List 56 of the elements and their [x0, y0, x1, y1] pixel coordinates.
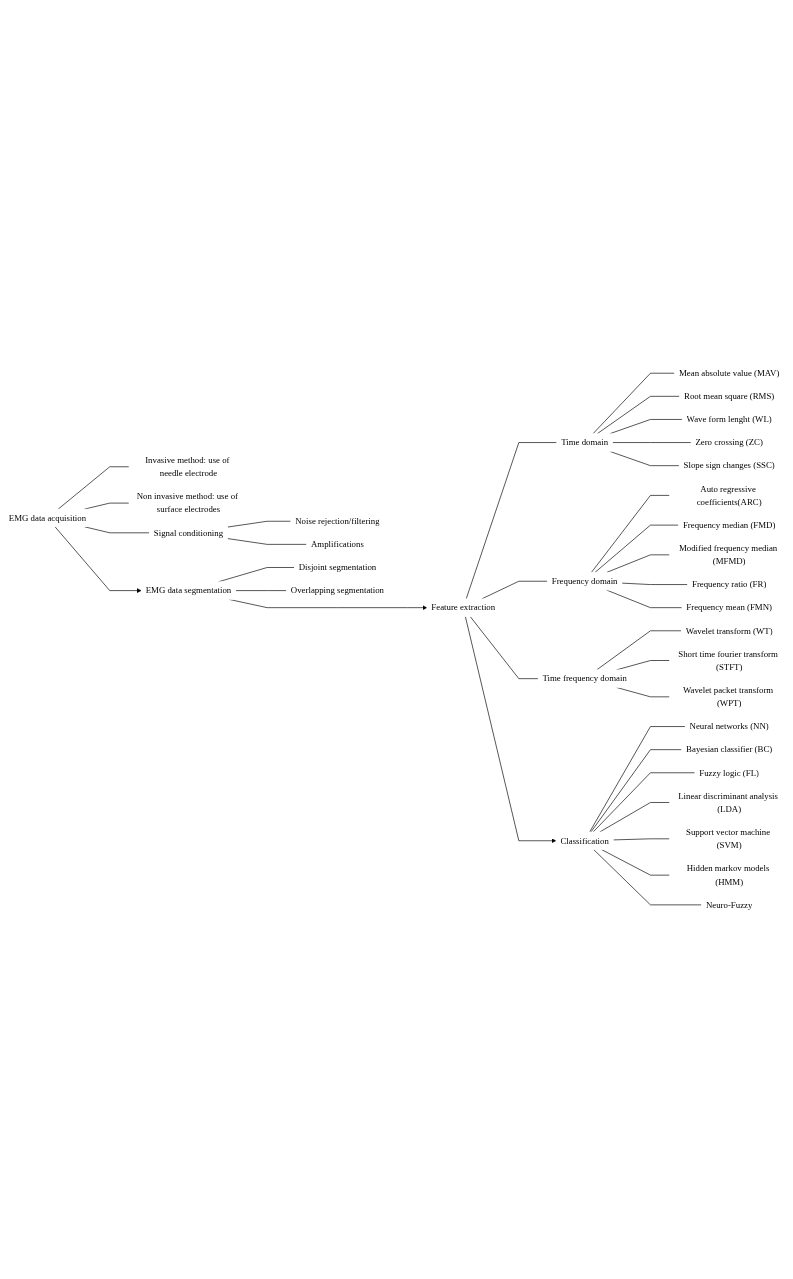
- connector: [227, 521, 292, 528]
- node-text: Time domain: [561, 438, 609, 448]
- connector: [465, 442, 558, 600]
- node-text: Non invasive method: use of surface electrodes: [136, 491, 238, 515]
- node-text: Invasive method: use of needle electrode: [145, 455, 230, 479]
- node-text: Frequency median (FMD): [682, 520, 776, 530]
- node-text: Support vector machine (SVM): [685, 827, 771, 851]
- connector: [592, 373, 675, 435]
- node-text: Short time fourier transform (STFT): [678, 649, 778, 672]
- node-text: Feature extraction: [431, 603, 496, 613]
- connector: [612, 838, 671, 841]
- node-text: EMG data acquisition: [8, 513, 87, 523]
- node-text: Classification: [560, 836, 609, 846]
- node-text: Linear discriminant analysis (LDA): [678, 791, 778, 814]
- connector: [227, 538, 307, 546]
- connector: [57, 466, 130, 510]
- node-text: Overlapping segmentation: [290, 586, 385, 596]
- node-text: Frequency domain: [551, 576, 618, 587]
- node-text: Zero crossing (ZC): [695, 438, 763, 448]
- node-text: Auto regressive coefficients(ARC): [696, 484, 762, 507]
- connector: [599, 802, 671, 833]
- connector: [591, 495, 671, 574]
- connector: [609, 419, 683, 435]
- node-text: Mean absolute value (MAV): [678, 368, 780, 379]
- connector: [621, 583, 688, 586]
- node-text: EMG data segmentation: [145, 586, 232, 596]
- node-text: Disjoint segmentation: [298, 562, 377, 573]
- connector: [84, 503, 130, 510]
- node-text: Wave form lenght (WL): [686, 414, 772, 425]
- node-text: Fuzzy logic (FL): [699, 768, 759, 778]
- node-text: Root mean square (RMS): [684, 391, 775, 402]
- node-text: Frequency mean (FMN): [686, 603, 772, 613]
- connector: [218, 567, 295, 583]
- node-text: Slope sign changes (SSC): [683, 461, 775, 471]
- node-text: Bayesian classifier (BC): [686, 745, 773, 755]
- connector: [609, 451, 680, 467]
- node-text: Time frequency domain: [542, 674, 627, 684]
- node-text: Frequency ratio (FR): [691, 580, 767, 590]
- node-text: Signal conditioning: [153, 528, 224, 538]
- connector: [592, 772, 696, 833]
- node-text: Neuro-Fuzzy: [705, 900, 753, 910]
- node-text: Wavelet transform (WT): [685, 626, 773, 636]
- node-text: Amplifications: [311, 539, 364, 550]
- node-text: Hidden markov models (HMM): [686, 864, 770, 887]
- node-text: Noise rejection/filtering: [295, 516, 380, 527]
- node-text: Wavelet packet transform (WPT): [682, 685, 774, 709]
- connector: [594, 525, 679, 574]
- connector: [616, 660, 671, 671]
- connector: [593, 849, 702, 906]
- node-text: Modified frequency median (MFMD): [678, 543, 778, 567]
- connector: [596, 396, 680, 435]
- node-text: Neural networks (NN): [689, 722, 769, 732]
- connector: [590, 749, 683, 833]
- connector: [469, 616, 539, 680]
- connector: [589, 726, 686, 833]
- connector: [596, 630, 682, 671]
